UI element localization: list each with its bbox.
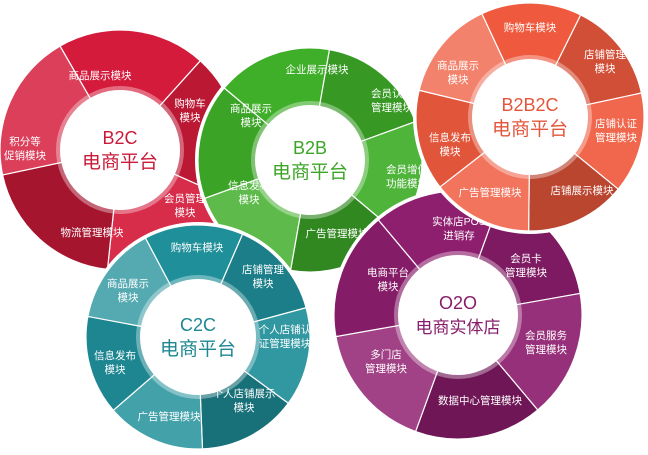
hub-circle — [140, 279, 256, 395]
wheel-title: O2O — [439, 293, 477, 313]
segment-label: 数据中心管理模块 — [438, 394, 522, 407]
wheel-subtitle: 电商平台 — [492, 118, 568, 140]
wheel-title: C2C — [180, 315, 216, 335]
segment-label: 购物车模块 — [504, 21, 557, 34]
segment-label: 店铺展示模块 — [551, 184, 614, 197]
segment-label: 广告管理模块 — [306, 227, 369, 240]
segment-label: 信息发布模块 — [94, 349, 136, 376]
hub-circle — [398, 255, 518, 375]
segment-label: 会员管理模块 — [164, 192, 206, 219]
segment-label: 物流管理模块 — [61, 226, 124, 239]
segment-label: 企业展示模块 — [286, 63, 349, 76]
segment-label: 商品展示模块 — [437, 59, 479, 86]
hub-circle — [255, 105, 365, 215]
wheel-segment — [414, 313, 539, 440]
segment-label: 会员服务管理模块 — [525, 329, 567, 356]
wheel-subtitle: 电商实体店 — [416, 318, 501, 337]
segment-label: 会员认证管理模块 — [371, 87, 413, 114]
segment-label: 购物车模块 — [174, 97, 206, 124]
segment-label: 店铺管理模块 — [584, 48, 626, 75]
segment-label: 个人店铺展示模块 — [213, 387, 276, 414]
segment-label: 广告管理模块 — [138, 410, 201, 423]
segment-label: 个人店铺认证管理模块 — [259, 323, 312, 350]
wheel-title: B2B2C — [501, 95, 558, 115]
segment-label: 商品展示模块 — [69, 69, 132, 82]
segment-label: 电商平台模块 — [367, 266, 409, 293]
segment-label: 会员卡管理模块 — [505, 252, 547, 279]
segment-label: 商品展示模块 — [230, 102, 272, 129]
segment-label: 商品展示模块 — [107, 277, 149, 304]
hub-circle — [472, 59, 588, 175]
wheel-subtitle: 电商平台 — [272, 161, 348, 183]
wheel-title: B2C — [102, 128, 137, 148]
wheel-subtitle: 电商平台 — [160, 338, 236, 360]
wheel-segment — [59, 29, 202, 152]
segment-label: 店铺管理模块 — [242, 263, 284, 290]
segment-label: 购物车模块 — [171, 241, 224, 254]
segment-label: 信息发布模块 — [228, 179, 270, 206]
segment-label: 信息发布模块 — [429, 131, 471, 158]
wheel-subtitle: 电商平台 — [82, 151, 158, 173]
segment-label: 广告管理模块 — [459, 186, 522, 199]
wheel-title: B2B — [293, 138, 327, 158]
wheel-segment — [197, 87, 312, 200]
segment-label: 积分等促销模块 — [4, 135, 46, 162]
segment-label: 多门店管理模块 — [365, 348, 407, 375]
hub-circle — [60, 90, 180, 210]
segment-label: 店铺认证管理模块 — [595, 117, 637, 144]
segment-label: 会员增值功能模块 — [386, 163, 428, 190]
